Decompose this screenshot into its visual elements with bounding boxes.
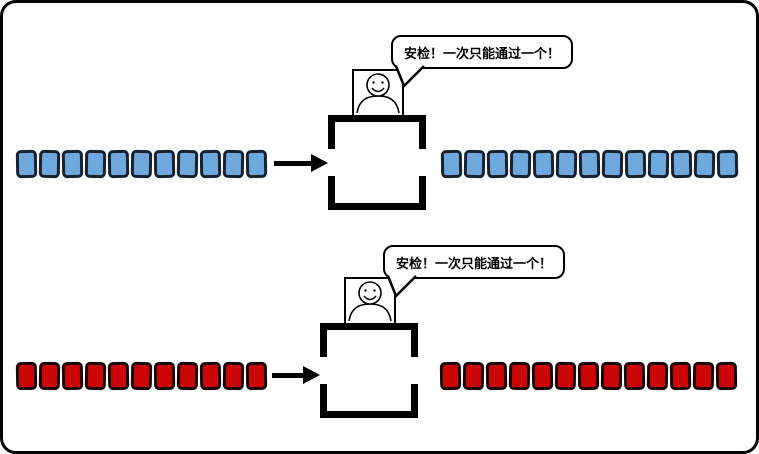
queue-person [693,149,716,179]
queue-person [61,149,84,179]
queue-person [176,149,199,179]
queue-person [509,149,532,179]
gate-wall-left-lower [320,384,327,418]
gate-wall-top [320,323,418,330]
queue-person [600,361,623,391]
arrow-right-icon [274,161,311,166]
queue-person [601,149,624,179]
queue-person [532,149,555,179]
queue-person [647,149,670,179]
queue-person [624,149,647,179]
queue-person [153,149,176,179]
gate-wall-left-lower [328,176,335,210]
queue-person [38,149,61,179]
queue-person [578,149,601,179]
queue-person [692,361,715,391]
queue-person [222,149,245,179]
gate-wall-left-upper [328,115,335,149]
queue-person [646,361,669,391]
queue-person [486,149,509,179]
queue-person [130,149,153,179]
guard-booth-window [352,69,404,117]
queue-person [199,149,222,179]
queue-person [245,361,268,391]
queue-person [577,361,600,391]
speech-bubble: 安检！一次只能通过一个！ [391,35,573,69]
guard-person-icon [348,281,392,321]
queue-person [670,149,693,179]
gate-wall-right-lower [411,384,418,418]
gate-wall-right-upper [419,115,426,149]
gate-wall-bottom [320,411,418,418]
queue-person [61,361,84,391]
queue-person [84,361,107,391]
queue-person [15,149,38,179]
queue-person [462,361,485,391]
guard-person-icon [356,73,400,113]
queue-person [107,361,130,391]
queue-person [38,361,61,391]
queue-person [716,149,739,179]
speech-bubble-text: 安检！一次只能通过一个！ [403,46,560,62]
incoming-queue [15,361,268,391]
arrow-head-icon [303,366,320,384]
queue-person [130,361,153,391]
incoming-queue [15,149,268,179]
gate-wall-bottom [328,203,426,210]
security-gate-box [328,115,426,210]
queue-person [508,361,531,391]
speech-bubble-text: 安检！一次只能通过一个！ [395,256,552,272]
queue-person [222,361,245,391]
queue-person [669,361,692,391]
gate-wall-right-lower [419,176,426,210]
queue-person [107,149,130,179]
speech-bubble-tail [394,65,425,89]
queue-person [463,149,486,179]
speech-bubble-tail [386,275,417,299]
queue-person [554,361,577,391]
gate-wall-left-upper [320,323,327,357]
queue-person [531,361,554,391]
gate-wall-right-upper [411,323,418,357]
outgoing-queue [439,361,738,391]
queue-person [440,149,463,179]
queue-person [715,361,738,391]
gate-wall-top [328,115,426,122]
outgoing-queue [440,149,739,179]
queue-person [485,361,508,391]
queue-person [245,149,268,179]
queue-person [153,361,176,391]
queue-person [623,361,646,391]
arrow-head-icon [311,154,328,172]
queue-person [84,149,107,179]
arrow-right-icon [272,373,303,378]
security-gate-box [320,323,418,418]
queue-person [555,149,578,179]
queue-person [176,361,199,391]
queue-person [199,361,222,391]
speech-bubble: 安检！一次只能通过一个！ [383,245,565,279]
queue-person [439,361,462,391]
queue-person [15,361,38,391]
